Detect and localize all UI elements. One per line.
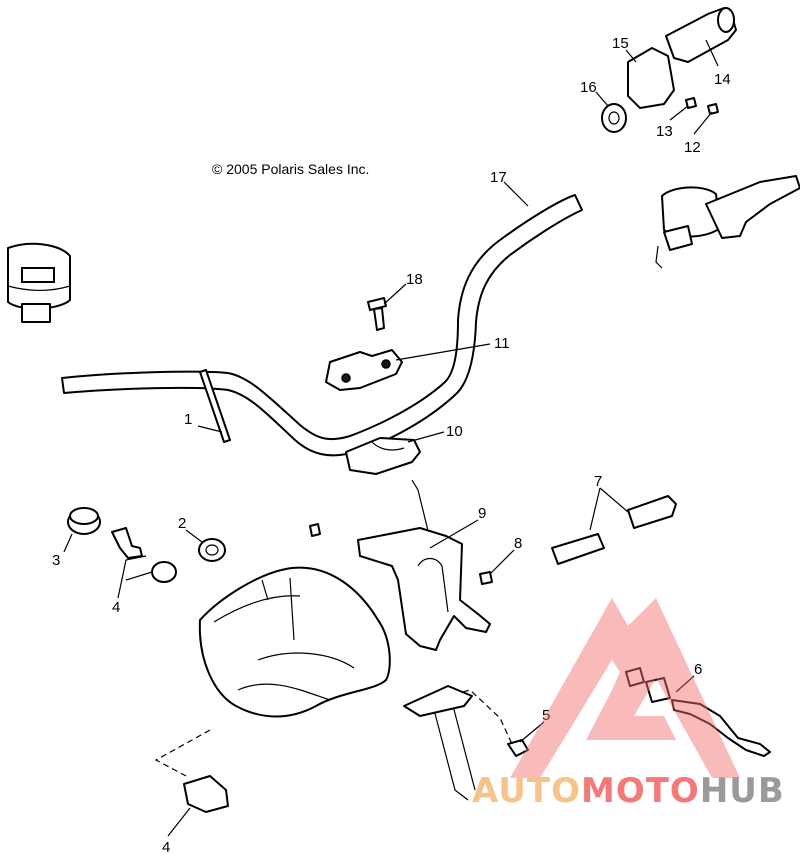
leader-18 bbox=[383, 283, 407, 305]
switch-part-4 bbox=[183, 775, 229, 813]
leader-10 bbox=[407, 431, 445, 443]
post-plate bbox=[403, 685, 473, 717]
upper-clamp-part-11 bbox=[325, 349, 403, 391]
left-switch-housing bbox=[7, 242, 71, 323]
callout-16: 16 bbox=[580, 79, 597, 96]
leader-13 bbox=[669, 105, 689, 121]
headlight-housing bbox=[198, 566, 391, 718]
leader-11 bbox=[395, 343, 491, 361]
clip-small bbox=[309, 523, 321, 537]
screw-part-12 bbox=[707, 103, 719, 115]
throttle-cable-part-6 bbox=[625, 667, 771, 757]
nut-part-5 bbox=[507, 739, 529, 757]
grommet-part-2 bbox=[198, 538, 226, 562]
callout-18: 18 bbox=[406, 271, 423, 288]
leader-16 bbox=[595, 91, 609, 107]
grip-part-14 bbox=[665, 7, 737, 63]
leader-14 bbox=[705, 39, 719, 67]
callout-5: 5 bbox=[542, 707, 550, 724]
leader-6 bbox=[675, 675, 695, 693]
leader-15 bbox=[625, 49, 637, 63]
wire-leader-5 bbox=[433, 689, 513, 745]
bolt-part-8 bbox=[479, 571, 493, 585]
callout-1: 1 bbox=[184, 411, 192, 428]
screw-part-13 bbox=[685, 97, 697, 109]
callout-3: 3 bbox=[52, 552, 60, 569]
callout-12: 12 bbox=[684, 139, 701, 156]
wire-leader-4 bbox=[154, 729, 211, 777]
cap-part-3 bbox=[67, 507, 101, 535]
watermark-auto: AUTO bbox=[472, 771, 581, 811]
leader-4a-2 bbox=[125, 571, 153, 581]
callout-6: 6 bbox=[694, 661, 702, 678]
handlebar bbox=[61, 194, 583, 457]
callout-14: 14 bbox=[714, 71, 731, 88]
throttle-block-part-15 bbox=[627, 47, 675, 109]
bracket-part-9 bbox=[357, 527, 491, 651]
callout-15: 15 bbox=[612, 35, 629, 52]
watermark-hub: HUB bbox=[700, 771, 785, 811]
leader-7b bbox=[599, 487, 629, 513]
washer-part-16 bbox=[601, 103, 627, 133]
leader-8 bbox=[489, 549, 515, 575]
brake-master-cylinder bbox=[655, 175, 800, 269]
callout-2: 2 bbox=[178, 515, 186, 532]
leader-2 bbox=[185, 529, 203, 543]
callout-10: 10 bbox=[446, 423, 463, 440]
leader-9 bbox=[429, 519, 479, 549]
callout-13: 13 bbox=[656, 123, 673, 140]
leader-1 bbox=[197, 425, 223, 433]
leader-4a-1 bbox=[117, 555, 147, 599]
watermark-logo bbox=[510, 598, 740, 778]
throttle-grip-part-7 bbox=[551, 495, 677, 565]
leader-3 bbox=[63, 533, 73, 553]
callout-4-lower: 4 bbox=[162, 839, 170, 854]
callout-9: 9 bbox=[478, 505, 486, 522]
callout-17: 17 bbox=[490, 169, 507, 186]
watermark-moto: MOTO bbox=[581, 771, 700, 811]
lower-clamp-part-10 bbox=[345, 437, 421, 475]
callout-11: 11 bbox=[494, 335, 510, 352]
pin-part-1 bbox=[199, 369, 231, 443]
leader-4b bbox=[167, 807, 191, 837]
callout-4: 4 bbox=[112, 599, 120, 616]
bolt-part-18 bbox=[367, 297, 387, 331]
callout-7: 7 bbox=[594, 473, 602, 490]
leader-17 bbox=[503, 181, 529, 207]
leader-12 bbox=[693, 111, 713, 135]
callout-8: 8 bbox=[514, 535, 522, 552]
copyright-text: © 2005 Polaris Sales Inc. bbox=[212, 161, 369, 177]
leader-5 bbox=[519, 721, 545, 743]
watermark-text: AUTOMOTOHUB bbox=[472, 771, 785, 811]
leader-7a bbox=[589, 487, 601, 531]
clip-part-4 bbox=[111, 527, 177, 583]
